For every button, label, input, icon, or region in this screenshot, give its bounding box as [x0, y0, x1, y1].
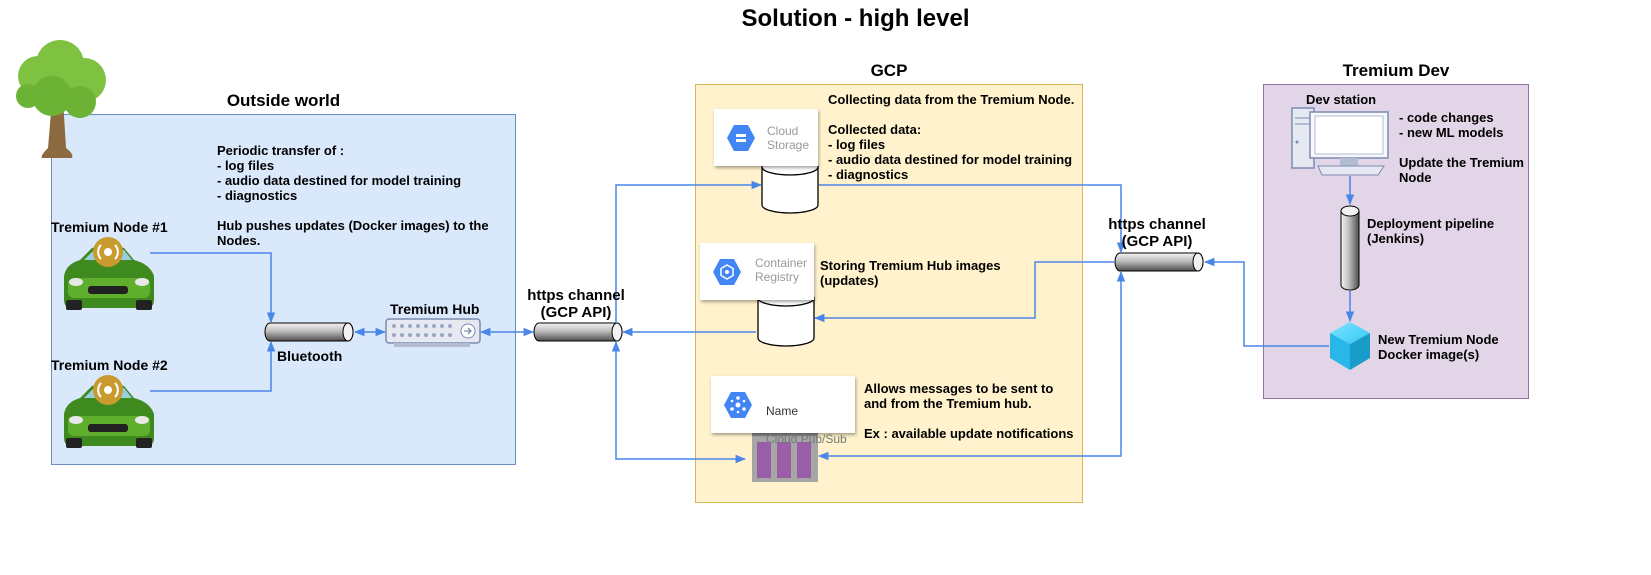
- https-channel-right-pipe: [1114, 252, 1204, 272]
- channel-pubsub-arrow: [611, 340, 747, 464]
- docker-image-label: New Tremium Node Docker image(s): [1378, 332, 1499, 362]
- cloud-pubsub-note: Allows messages to be sent to and from t…: [864, 381, 1074, 441]
- outside-world-note: Periodic transfer of : - log files - aud…: [217, 143, 489, 248]
- deployment-pipeline-label: Deployment pipeline (Jenkins): [1367, 216, 1495, 246]
- container-registry-card[interactable]: Container Registry: [700, 243, 814, 300]
- container-registry-note: Storing Tremium Hub images (updates): [820, 258, 1001, 288]
- https-channel-right-label: https channel (GCP API): [1108, 216, 1206, 250]
- cloud-pubsub-icon: [724, 392, 752, 418]
- tremium-dev-title: Tremium Dev: [1342, 61, 1450, 80]
- deployment-pipeline-pipe: [1340, 205, 1360, 291]
- dev-station-computer-icon: [1291, 107, 1389, 176]
- dev-station-label: Dev station: [1306, 92, 1377, 107]
- container-registry-card-label: Container Registry: [755, 256, 808, 284]
- tremium-node-1-car-icon: [64, 237, 154, 310]
- cloud-storage-database: [761, 158, 819, 214]
- https-channel-left-pipe: [533, 322, 623, 342]
- bluetooth-label: Bluetooth: [277, 348, 343, 364]
- https-channel-left-label: https channel (GCP API): [527, 287, 625, 321]
- cloud-storage-card-label: Cloud Storage: [767, 124, 810, 152]
- channel-to-storage-arrow: [615, 180, 763, 323]
- tremium-hub-icon: [385, 318, 481, 347]
- bluetooth-pipe: [264, 322, 354, 342]
- cloud-pubsub-card[interactable]: Name Cloud Pub/Sub: [711, 376, 855, 446]
- tree-icon: [16, 40, 106, 158]
- docker-image-cube-icon: [1330, 322, 1370, 370]
- pubsub-name-label: Name: [766, 404, 799, 418]
- gcp-title: GCP: [870, 61, 908, 80]
- dev-station-note: - code changes - new ML models Update th…: [1399, 110, 1524, 185]
- tremium-node-2-car-icon: [64, 375, 154, 448]
- tremium-node-2-label: Tremium Node #2: [51, 357, 168, 373]
- container-registry-icon: [713, 259, 741, 285]
- page-title: Solution - high level: [741, 5, 970, 32]
- docker-to-right-channel-arrow: [1203, 257, 1329, 347]
- cloud-storage-card[interactable]: Cloud Storage: [714, 109, 818, 166]
- tremium-node-1-label: Tremium Node #1: [51, 219, 168, 235]
- connectors: [150, 176, 1355, 464]
- pubsub-card-label: Cloud Pub/Sub: [766, 432, 847, 446]
- node2-to-bluetooth-arrow: [150, 340, 276, 392]
- tremium-hub-label: Tremium Hub: [390, 301, 480, 317]
- outside-world-title: Outside world: [226, 91, 341, 110]
- pubsub-topic-icon: [752, 428, 818, 482]
- node1-to-bluetooth-arrow: [150, 252, 276, 324]
- pubsub-right-channel-arrow: [817, 270, 1126, 461]
- cloud-storage-note: Collecting data from the Tremium Node. C…: [828, 92, 1075, 182]
- storage-to-right-channel-arrow: [819, 184, 1126, 254]
- cloud-storage-icon: [727, 125, 755, 151]
